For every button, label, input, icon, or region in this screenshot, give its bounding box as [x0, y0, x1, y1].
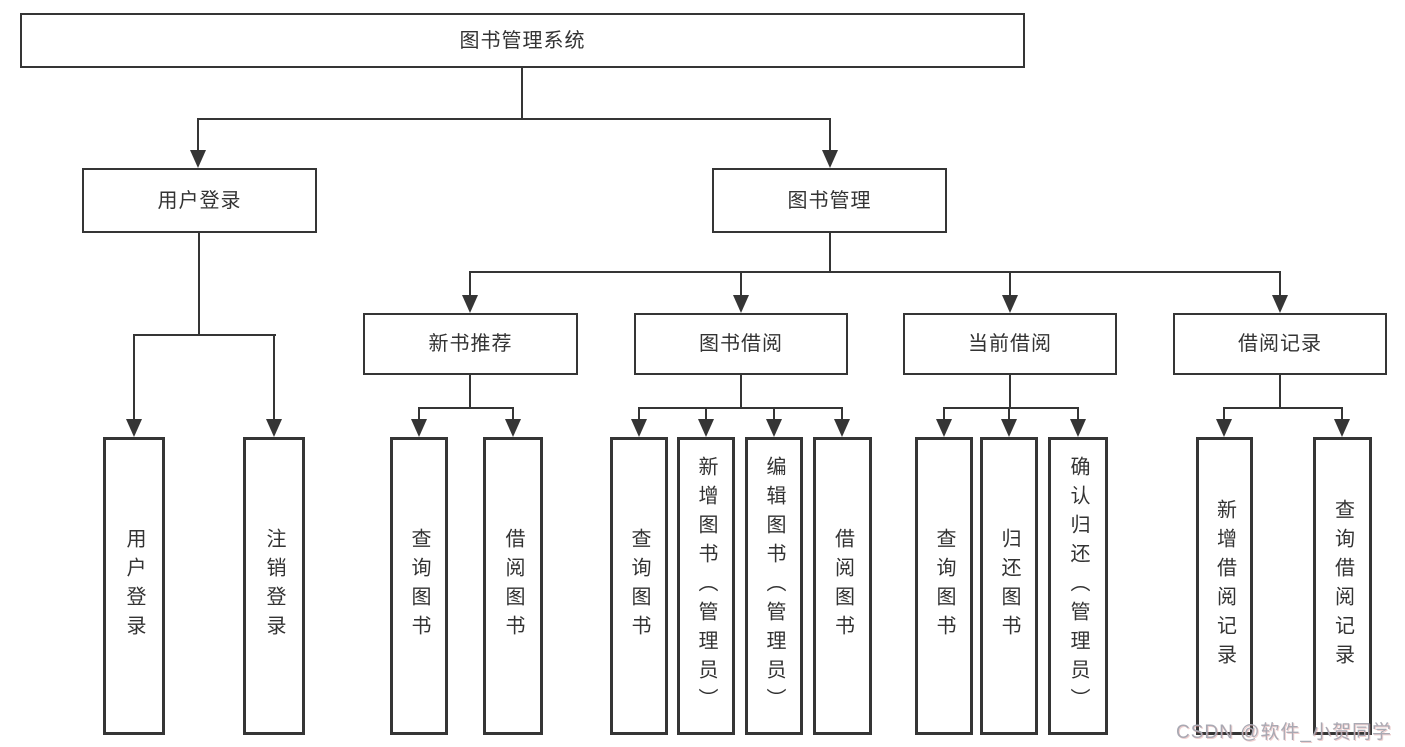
- connector-line: [1223, 407, 1225, 421]
- connector-line: [1009, 271, 1011, 297]
- connector-line: [273, 334, 275, 421]
- connector-line: [740, 375, 742, 409]
- node-user-login: 用户登录: [82, 168, 317, 233]
- arrow-down-icon: [631, 419, 647, 437]
- connector-line: [418, 407, 420, 421]
- connector-line: [1009, 375, 1011, 409]
- arrow-down-icon: [936, 419, 952, 437]
- connector-line: [198, 233, 200, 336]
- arrow-down-icon: [1070, 419, 1086, 437]
- leaf-logout: 注销登录: [243, 437, 305, 735]
- connector-line: [943, 407, 945, 421]
- arrow-down-icon: [834, 419, 850, 437]
- connector-line: [638, 407, 640, 421]
- connector-line: [1008, 407, 1010, 421]
- leaf-confirm-return-admin: 确认归还（管理员）: [1048, 437, 1108, 735]
- arrow-down-icon: [1002, 295, 1018, 313]
- arrow-down-icon: [1334, 419, 1350, 437]
- connector-line: [512, 407, 514, 421]
- arrow-down-icon: [190, 150, 206, 168]
- connector-line: [1279, 271, 1281, 297]
- connector-line: [740, 271, 742, 297]
- leaf-query-borrow-record: 查询借阅记录: [1313, 437, 1372, 735]
- leaf-add-books-admin: 新增图书（管理员）: [677, 437, 735, 735]
- arrow-down-icon: [822, 150, 838, 168]
- node-library-management-system: 图书管理系统: [20, 13, 1025, 68]
- connector-line: [521, 68, 523, 120]
- arrow-down-icon: [266, 419, 282, 437]
- connector-line: [829, 118, 831, 152]
- csdn-watermark: CSDN @软件_小贺同学: [1176, 722, 1392, 743]
- node-book-borrowing: 图书借阅: [634, 313, 848, 375]
- connector-line: [133, 334, 276, 336]
- arrow-down-icon: [1272, 295, 1288, 313]
- node-book-management: 图书管理: [712, 168, 947, 233]
- node-borrowing-records: 借阅记录: [1173, 313, 1387, 375]
- leaf-user-login: 用户登录: [103, 437, 165, 735]
- connector-line: [705, 407, 707, 421]
- connector-line: [197, 118, 831, 120]
- node-new-book-recommend: 新书推荐: [363, 313, 578, 375]
- arrow-down-icon: [766, 419, 782, 437]
- leaf-query-books-recommend: 查询图书: [390, 437, 448, 735]
- arrow-down-icon: [698, 419, 714, 437]
- connector-line: [469, 271, 1281, 273]
- leaf-borrow-books: 借阅图书: [813, 437, 872, 735]
- connector-line: [638, 407, 843, 409]
- connector-line: [829, 233, 831, 273]
- connector-line: [133, 334, 135, 421]
- connector-line: [1279, 375, 1281, 409]
- node-current-borrowing: 当前借阅: [903, 313, 1117, 375]
- arrow-down-icon: [505, 419, 521, 437]
- arrow-down-icon: [411, 419, 427, 437]
- connector-line: [1223, 407, 1343, 409]
- connector-line: [1077, 407, 1079, 421]
- connector-line: [1341, 407, 1343, 421]
- leaf-add-borrow-record: 新增借阅记录: [1196, 437, 1253, 735]
- connector-line: [418, 407, 514, 409]
- arrow-down-icon: [1001, 419, 1017, 437]
- connector-line: [469, 375, 471, 409]
- connector-line: [841, 407, 843, 421]
- arrow-down-icon: [462, 295, 478, 313]
- connector-line: [773, 407, 775, 421]
- leaf-return-books: 归还图书: [980, 437, 1038, 735]
- arrow-down-icon: [1216, 419, 1232, 437]
- connector-line: [943, 407, 1079, 409]
- leaf-query-books-borrowing: 查询图书: [610, 437, 668, 735]
- arrow-down-icon: [733, 295, 749, 313]
- leaf-query-books-current: 查询图书: [915, 437, 973, 735]
- leaf-edit-books-admin: 编辑图书（管理员）: [745, 437, 803, 735]
- arrow-down-icon: [126, 419, 142, 437]
- leaf-borrow-books-recommend: 借阅图书: [483, 437, 543, 735]
- connector-line: [197, 118, 199, 152]
- connector-line: [469, 271, 471, 297]
